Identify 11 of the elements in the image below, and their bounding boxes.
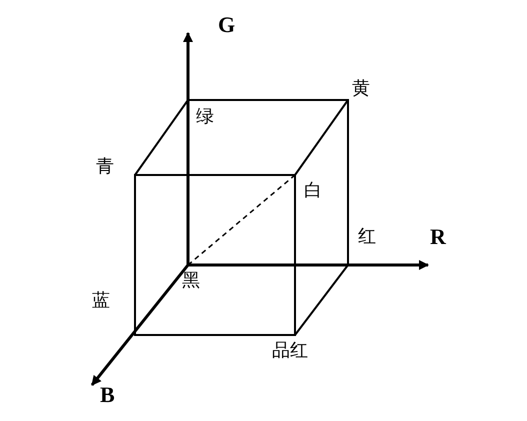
corner-label: 青 bbox=[96, 158, 114, 176]
corner-label: 黑 bbox=[182, 272, 200, 290]
corner-label: 绿 bbox=[196, 108, 214, 126]
axis-label: G bbox=[218, 14, 236, 36]
corner-label: 黄 bbox=[352, 80, 370, 98]
corner-label: 蓝 bbox=[92, 292, 110, 310]
corner-label: 品红 bbox=[272, 342, 308, 360]
axis-label: B bbox=[100, 384, 115, 406]
corner-label: 白 bbox=[304, 182, 322, 200]
axis-label: R bbox=[430, 226, 446, 248]
corner-label: 红 bbox=[358, 228, 376, 246]
